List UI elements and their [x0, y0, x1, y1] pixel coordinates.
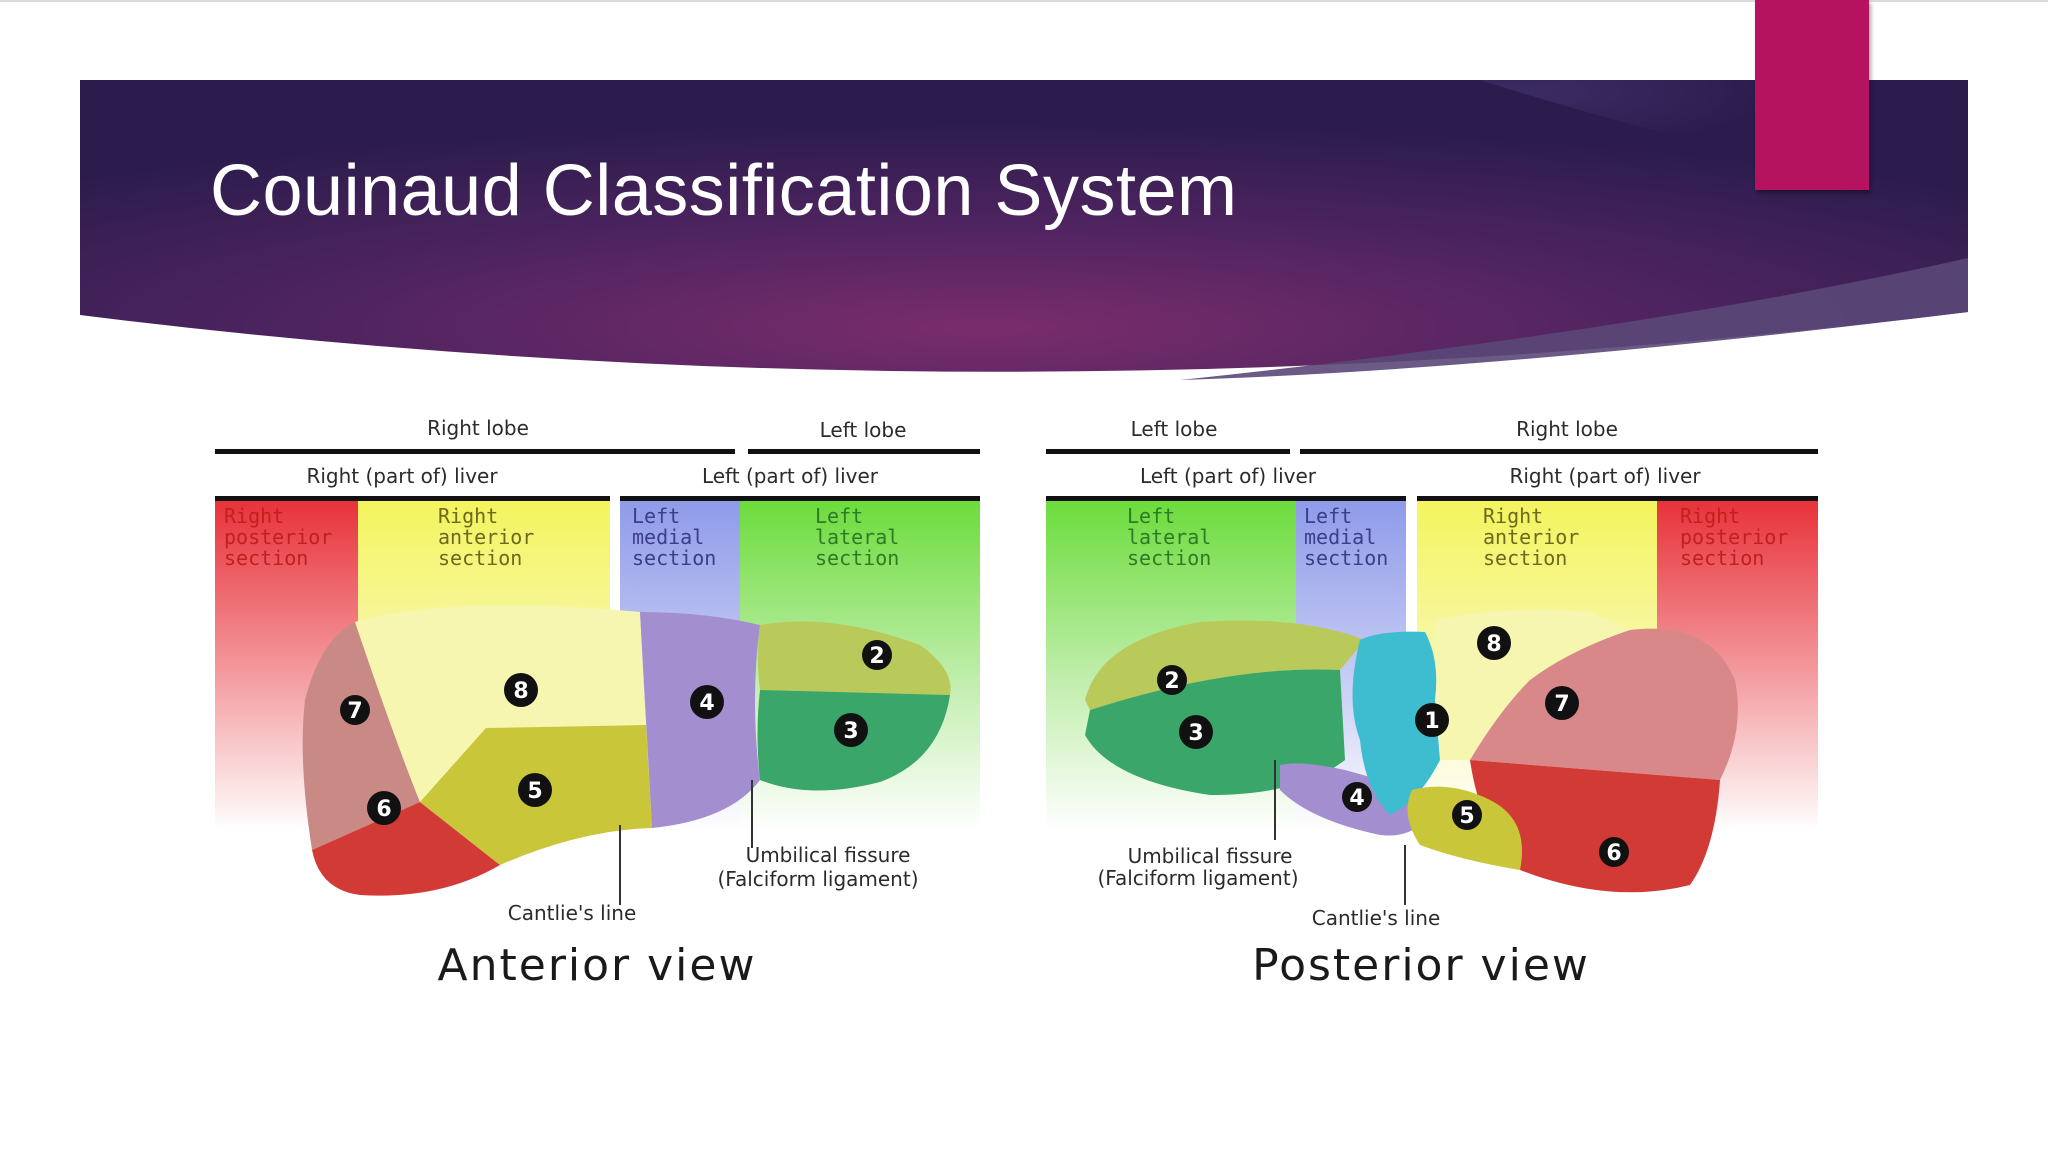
posterior-segment-badge	[1452, 800, 1482, 830]
posterior-left-lobe-bar	[1046, 449, 1290, 454]
anterior-right-liver-label: Right (part of) liver	[306, 464, 498, 488]
posterior-view: Left lobe Right lobe Left (part of) live…	[1046, 417, 1818, 991]
slide-title: Couinaud Classification System	[210, 151, 1238, 231]
posterior-falciform-label: (Falciform ligament)	[1098, 866, 1299, 890]
posterior-segment-badge	[1342, 782, 1372, 812]
posterior-segment-numbers: 2 3 1 8 7 4 5 6	[1157, 626, 1629, 867]
posterior-right-liver-label: Right (part of) liver	[1509, 464, 1701, 488]
anterior-segment-6	[312, 802, 500, 896]
anterior-falciform-label: (Falciform ligament)	[718, 867, 919, 891]
anterior-segment-4	[640, 612, 760, 828]
posterior-segment-num: 1	[1424, 709, 1439, 734]
posterior-segment-num: 7	[1554, 692, 1569, 717]
posterior-segment-num: 4	[1349, 786, 1364, 811]
anterior-segment-badge	[340, 695, 370, 725]
anterior-segment-num: 8	[513, 679, 528, 704]
posterior-right-liver-bar	[1417, 496, 1818, 501]
anterior-segment-num: 5	[527, 779, 542, 804]
posterior-view-label: Posterior view	[1252, 940, 1590, 991]
posterior-left-liver-bar	[1046, 496, 1406, 501]
anterior-segment-badge	[367, 791, 401, 825]
posterior-segment-7	[1470, 628, 1738, 780]
posterior-segment-3	[1085, 669, 1345, 795]
posterior-segment-num: 2	[1164, 669, 1179, 694]
anterior-segment-badge	[518, 773, 552, 807]
posterior-segment-badge	[1415, 703, 1449, 737]
posterior-segment-num: 8	[1486, 632, 1501, 657]
anterior-segment-badge	[862, 640, 892, 670]
anterior-view: Right lobe Left lobe Right (part of) liv…	[215, 416, 980, 991]
posterior-segment-num: 6	[1606, 841, 1621, 866]
anterior-right-liver-bar	[215, 496, 610, 501]
anterior-segment-numbers: 7 8 4 2 3 6 5	[340, 640, 892, 825]
anterior-right-lobe-label: Right lobe	[427, 416, 529, 440]
anterior-right-lobe-bar	[215, 449, 735, 454]
anterior-left-lobe-label: Left lobe	[820, 418, 907, 442]
anterior-segment-num: 4	[699, 691, 714, 716]
anterior-umbilical-label: Umbilical fissure	[746, 843, 911, 867]
anterior-segment-num: 6	[376, 797, 391, 822]
posterior-right-lobe-label: Right lobe	[1516, 417, 1618, 441]
anterior-segment-num: 2	[869, 644, 884, 669]
anterior-segment-8	[355, 605, 646, 802]
anterior-cantlie-label: Cantlie's line	[508, 901, 637, 925]
posterior-segment-badge	[1157, 665, 1187, 695]
posterior-segment-6	[1470, 760, 1720, 893]
posterior-segment-badge	[1477, 626, 1511, 660]
accent-tab	[1755, 0, 1869, 190]
posterior-umbilical-label: Umbilical fissure	[1128, 844, 1293, 868]
posterior-cantlie-label: Cantlie's line	[1312, 906, 1441, 930]
posterior-segment-num: 5	[1459, 804, 1474, 829]
anterior-left-liver-bar	[620, 496, 980, 501]
anterior-left-lobe-bar	[748, 449, 980, 454]
posterior-left-lobe-label: Left lobe	[1131, 417, 1218, 441]
posterior-segment-badge	[1179, 715, 1213, 749]
anterior-segment-badge	[690, 685, 724, 719]
posterior-left-liver-label: Left (part of) liver	[1140, 464, 1317, 488]
posterior-segment-num: 3	[1188, 721, 1203, 746]
anterior-segment-num: 7	[347, 699, 362, 724]
posterior-segment-badge	[1599, 837, 1629, 867]
anterior-view-label: Anterior view	[438, 940, 757, 991]
posterior-segment-badge	[1545, 686, 1579, 720]
posterior-right-lobe-bar	[1300, 449, 1818, 454]
top-border	[0, 0, 2048, 2]
posterior-segment-1-caudate	[1352, 631, 1440, 815]
anterior-segment-2	[758, 621, 951, 695]
posterior-segment-2	[1085, 620, 1365, 710]
anterior-segment-num: 3	[843, 719, 858, 744]
anterior-segment-badge	[834, 713, 868, 747]
anterior-segment-badge	[504, 673, 538, 707]
anterior-left-liver-label: Left (part of) liver	[702, 464, 879, 488]
